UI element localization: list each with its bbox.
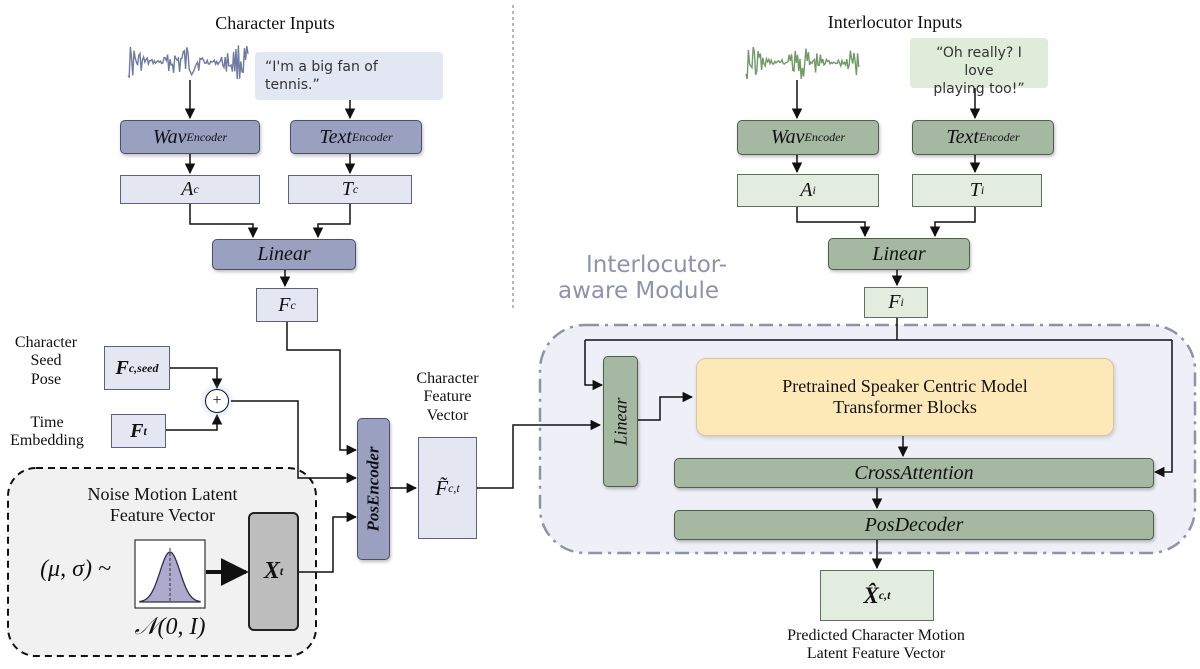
character-inputs-title: Character Inputs [215,13,335,33]
predicted-output-box: X̂c,t [820,570,934,621]
character-feature-label: Character Feature Vector [416,370,479,424]
cross-attention: CrossAttention [674,458,1154,488]
pretrained-transformer-blocks: Pretrained Speaker Centric Model Transfo… [696,358,1114,436]
character-feature-box: F̃c,t [418,437,477,539]
interlocutor-linear: Linear [828,238,970,270]
distribution-name: 𝒩(0, I) [134,614,206,640]
character-waveform [127,45,249,80]
character-linear: Linear [212,239,356,270]
seed-pose-label: Character Seed Pose [14,334,78,388]
add-operator: + [205,389,229,413]
gaussian-curve [139,551,201,603]
distribution-lhs: (μ, σ) ~ [40,556,111,582]
time-embedding-label: Time Embedding [10,414,84,450]
pos-decoder: PosDecoder [674,510,1154,540]
noise-title: Noise Motion Latent Feature Vector [87,484,238,525]
character-quote: “I'm a big fan of tennis.” [255,52,443,101]
module-title: Interlocutor- aware Module [558,252,728,305]
predicted-output-label: Predicted Character Motion Latent Featur… [787,627,965,663]
module-linear: Linear [603,356,638,487]
pos-encoder: PosEncoder [357,418,390,560]
interlocutor-quote: “Oh really? I love playing too!” [910,38,1048,97]
interlocutor-waveform [745,46,860,80]
interlocutor-inputs-title: Interlocutor Inputs [827,12,963,32]
